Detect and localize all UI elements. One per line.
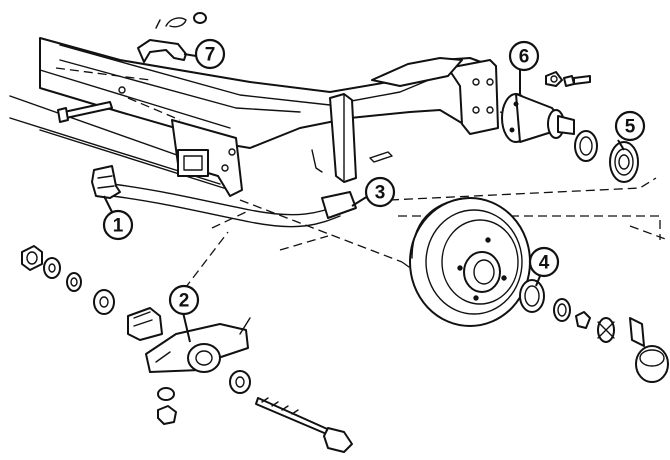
callout-5: 5: [614, 110, 646, 142]
callout-label-6: 6: [519, 47, 530, 68]
callout-4: 4: [528, 246, 560, 278]
callout-7: 7: [194, 38, 226, 70]
callout-label-2: 2: [179, 291, 190, 312]
stabilizer-bar-clamp: [311, 93, 393, 219]
callout-label-7: 7: [205, 45, 216, 66]
callout-label-1: 1: [113, 216, 124, 237]
callout-1: 1: [102, 209, 134, 241]
bushing-hardware: [21, 245, 115, 315]
stabilizer-bar: [91, 165, 341, 228]
callout-3: 3: [364, 176, 396, 208]
outer-bearing: [519, 279, 669, 383]
spindle: [501, 71, 591, 143]
callout-label-4: 4: [539, 253, 550, 274]
callout-2: 2: [168, 284, 200, 316]
link-bracket: [127, 307, 353, 453]
axle-beam: [9, 37, 499, 197]
callout-6: 6: [508, 40, 540, 72]
callout-label-5: 5: [625, 117, 636, 138]
inner-bearing: [574, 130, 639, 183]
brake-drum: [409, 197, 531, 327]
callout-label-3: 3: [375, 183, 386, 204]
brake-hose-clip: [137, 12, 207, 63]
